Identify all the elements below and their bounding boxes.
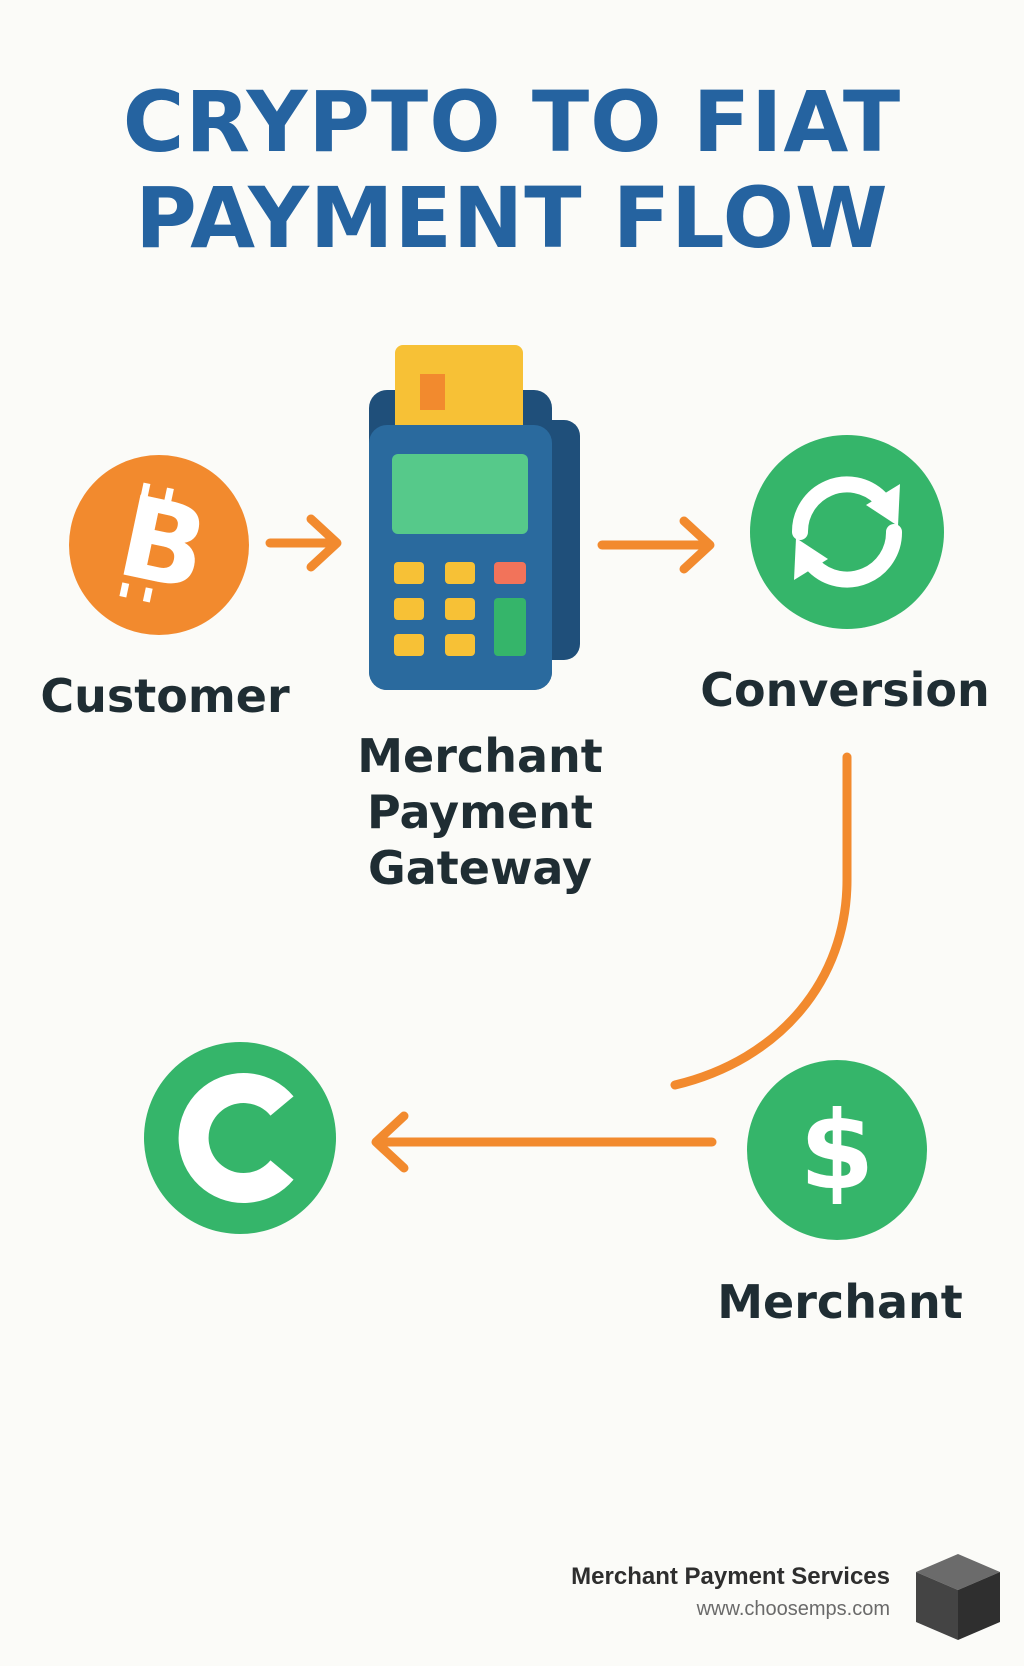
merchant-label: Merchant	[717, 1275, 963, 1329]
gateway-label-line-2: Payment	[367, 785, 593, 839]
gateway-label-line-1: Merchant	[357, 729, 603, 783]
customer-label: Customer	[40, 669, 290, 723]
c-letter-icon	[144, 1042, 336, 1234]
conversion-label: Conversion	[700, 663, 990, 717]
refresh-cycle-icon	[750, 435, 944, 629]
branding: Merchant Payment Services www.choosemps.…	[560, 1560, 890, 1624]
brand-url: www.choosemps.com	[696, 1598, 890, 1620]
brand-name: Merchant Payment Services	[571, 1563, 890, 1590]
arrow-customer-to-gateway	[265, 514, 342, 572]
bitcoin-icon: B	[69, 455, 249, 635]
svg-text:$: $	[799, 1089, 874, 1214]
gateway-label-line-3: Gateway	[367, 841, 593, 895]
gateway-label: Merchant Payment Gateway	[330, 728, 630, 896]
dollar-icon: $	[747, 1060, 927, 1240]
title-line-2: PAYMENT FLOW	[135, 169, 889, 267]
cube-icon	[916, 1554, 1000, 1640]
arrow-merchant-to-fiat	[371, 1111, 717, 1173]
page-title: CRYPTO TO FIAT PAYMENT FLOW	[0, 74, 1024, 266]
arrow-conversion-to-merchant	[670, 752, 852, 1090]
title-line-1: CRYPTO TO FIAT	[122, 73, 902, 171]
payment-terminal-icon	[369, 345, 580, 690]
arrow-gateway-to-conversion	[597, 516, 715, 574]
